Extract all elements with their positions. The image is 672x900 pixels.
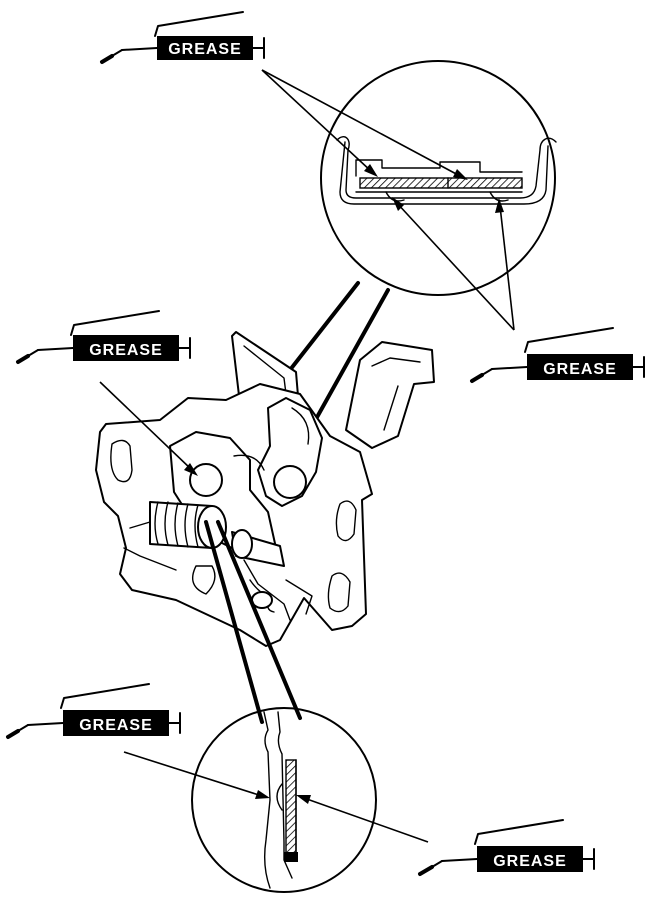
grease-label: GREASE	[79, 717, 153, 734]
arrowhead-icon	[255, 790, 270, 799]
grease-label: GREASE	[493, 853, 567, 870]
grease-gun-icon	[100, 11, 265, 64]
leader-line	[123, 751, 263, 797]
grease-leaders-top	[261, 69, 515, 331]
grease-callout-mid-left: GREASE	[16, 310, 191, 364]
grease-point-1	[189, 463, 223, 497]
grease-callout-bottom-left: GREASE	[6, 683, 181, 739]
leader-line	[499, 205, 515, 331]
coil-spring	[149, 501, 227, 549]
grease-label: GREASE	[168, 41, 242, 58]
grease-gun-icon	[6, 683, 181, 739]
arrowhead-icon	[184, 463, 198, 476]
grease-callout-top-left: GREASE	[100, 11, 265, 64]
arrowhead-icon	[392, 197, 404, 211]
grease-label: GREASE	[89, 342, 163, 359]
grease-leader-latch	[99, 381, 198, 476]
grease-callout-bottom-right: GREASE	[418, 819, 595, 876]
grease-gun-icon	[418, 819, 595, 876]
detail-circle-top	[320, 60, 557, 296]
grease-gun-icon	[16, 310, 191, 364]
arrowhead-icon	[296, 795, 311, 804]
leader-line	[261, 69, 461, 177]
arrowhead-icon	[495, 198, 504, 213]
leader-line	[261, 69, 373, 173]
arrowhead-icon	[364, 164, 378, 177]
grease-callout-mid-right: GREASE	[470, 327, 645, 383]
leader-line	[99, 381, 193, 471]
leader-line	[303, 797, 429, 843]
leader-line	[395, 201, 515, 331]
hood-latch-assembly	[95, 331, 435, 647]
grease-point-2	[273, 465, 307, 499]
zoom-connector-bottom	[204, 520, 302, 724]
grease-label: GREASE	[543, 361, 617, 378]
arrowhead-icon	[453, 169, 468, 180]
grease-gun-icon	[470, 327, 645, 383]
detail-circle-bottom	[191, 707, 377, 893]
grease-leaders-bottom	[123, 751, 429, 843]
